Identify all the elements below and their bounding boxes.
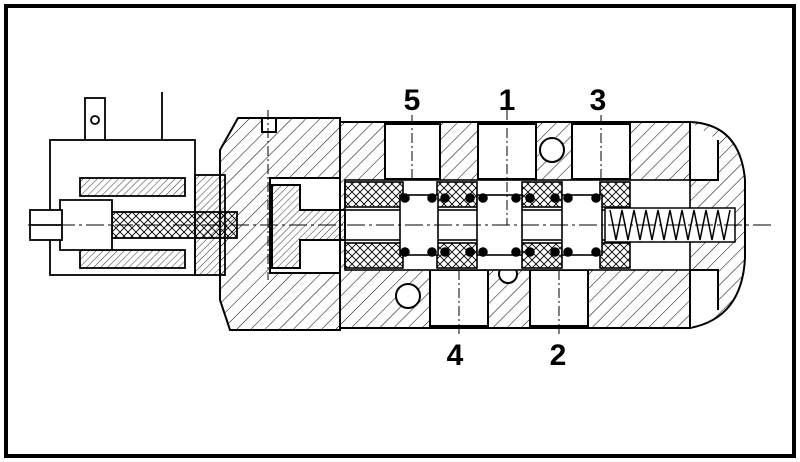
port-center-lines xyxy=(267,110,602,335)
port-label-2: 2 xyxy=(550,339,567,372)
port-label-4: 4 xyxy=(447,339,464,372)
port-label-3: 3 xyxy=(590,84,607,117)
solenoid xyxy=(29,92,238,276)
piston-housing xyxy=(219,117,346,331)
port-label-5: 5 xyxy=(404,84,421,117)
port-label-1: 1 xyxy=(499,84,516,117)
